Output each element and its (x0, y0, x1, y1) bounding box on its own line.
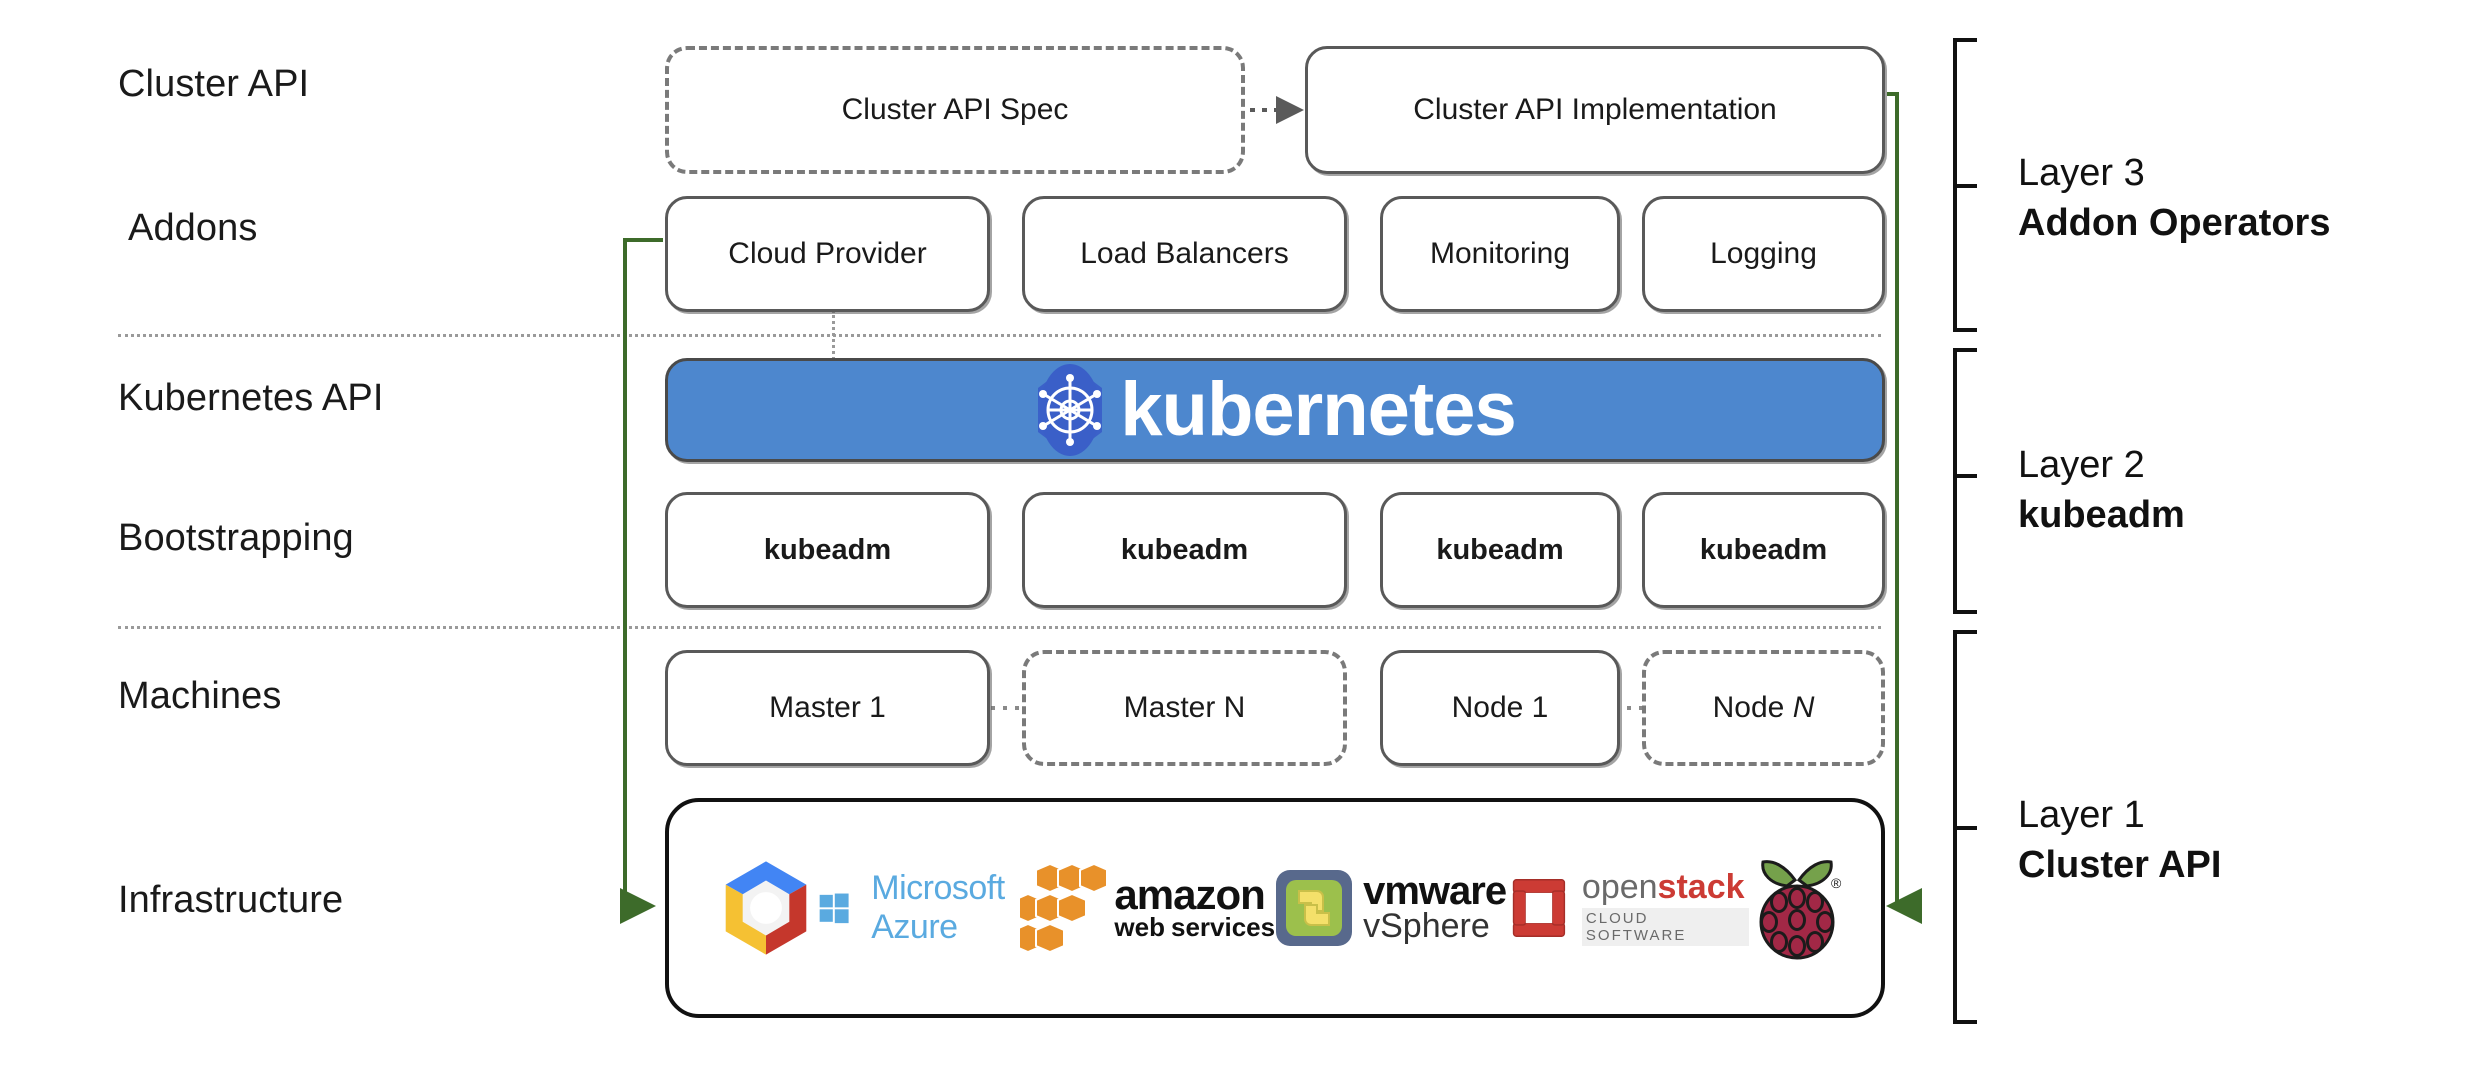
box-cluster-api-implementation-label: Cluster API Implementation (1413, 93, 1777, 126)
connector-cloud-provider-to-kubernetes (832, 310, 835, 366)
brace-layer-1 (1953, 630, 1977, 1024)
box-cluster-api-spec-label: Cluster API Spec (841, 93, 1069, 126)
kubernetes-helm-icon (1034, 362, 1106, 458)
box-kubeadm-4-label: kubeadm (1699, 533, 1828, 566)
separator-layer3-layer2 (118, 334, 1881, 337)
box-master-1-label: Master 1 (769, 691, 886, 724)
layer-caption-2-bottom: kubeadm (2018, 494, 2185, 536)
amazon-web-services-logo[interactable]: amazon web services (1020, 860, 1275, 956)
box-kubeadm-4[interactable]: kubeadm (1642, 492, 1885, 608)
box-logging[interactable]: Logging (1642, 196, 1885, 312)
microsoft-azure-label: Microsoft Azure (871, 869, 1005, 946)
vmware-label-main: vmware (1363, 869, 1507, 913)
row-label-machines: Machines (118, 675, 282, 717)
layer-caption-1-top: Layer 1 (2018, 794, 2145, 836)
box-master-n-label: Master N (1123, 691, 1246, 724)
kubernetes-wordmark: kubernetes (1120, 367, 1516, 452)
box-load-balancers-label: Load Balancers (1080, 237, 1289, 270)
vmware-label-sub: vSphere (1363, 907, 1490, 945)
box-node-1[interactable]: Node 1 (1380, 650, 1620, 766)
svg-text:®: ® (1831, 875, 1842, 891)
row-label-kubernetes-api: Kubernetes API (118, 377, 384, 419)
layer-caption-1-bottom: Cluster API (2018, 844, 2222, 886)
aws-label-sub-services: services (1171, 912, 1276, 942)
layer-caption-3-top: Layer 3 (2018, 152, 2145, 194)
box-cloud-provider[interactable]: Cloud Provider (665, 196, 990, 312)
box-master-1[interactable]: Master 1 (665, 650, 990, 766)
box-cluster-api-spec[interactable]: Cluster API Spec (665, 46, 1245, 174)
brace-layer-2 (1953, 348, 1977, 614)
openstack-logo[interactable]: openstack CLOUD SOFTWARE (1506, 870, 1749, 946)
box-kubeadm-1-label: kubeadm (763, 533, 892, 566)
layer-caption-3-bottom: Addon Operators (2018, 202, 2331, 244)
openstack-label-open: open (1581, 868, 1658, 906)
box-cluster-api-implementation[interactable]: Cluster API Implementation (1305, 46, 1885, 174)
box-master-n[interactable]: Master N (1022, 650, 1347, 766)
box-node-n-label: Node N (1712, 691, 1815, 724)
openstack-label-stack: stack (1657, 868, 1745, 906)
box-load-balancers[interactable]: Load Balancers (1022, 196, 1347, 312)
box-monitoring[interactable]: Monitoring (1380, 196, 1620, 312)
box-node-1-label: Node 1 (1451, 691, 1549, 724)
separator-layer2-layer1 (118, 626, 1881, 629)
box-kubeadm-2[interactable]: kubeadm (1022, 492, 1347, 608)
aws-label-main: amazon (1114, 871, 1265, 918)
layer-caption-1: Layer 1 Cluster API (2018, 790, 2221, 890)
box-logging-label: Logging (1710, 237, 1817, 270)
box-cloud-provider-label: Cloud Provider (728, 237, 927, 270)
microsoft-azure-logo[interactable]: Microsoft Azure (819, 869, 1020, 947)
box-kubeadm-3[interactable]: kubeadm (1380, 492, 1620, 608)
row-label-infrastructure: Infrastructure (118, 879, 344, 921)
connector-cloud-provider-to-infrastructure (620, 238, 663, 924)
vmware-vsphere-logo[interactable]: vmware vSphere (1275, 869, 1507, 947)
box-kubeadm-3-label: kubeadm (1436, 533, 1564, 566)
connector-implementation-vertical (1887, 92, 1902, 908)
row-label-bootstrapping: Bootstrapping (118, 517, 354, 559)
aws-label-sub-web: web (1114, 912, 1165, 942)
box-kubeadm-2-label: kubeadm (1120, 533, 1249, 566)
row-label-addons: Addons (128, 207, 258, 249)
layer-caption-2-top: Layer 2 (2018, 444, 2145, 486)
layer-caption-3: Layer 3 Addon Operators (2018, 148, 2330, 248)
box-kubeadm-1[interactable]: kubeadm (665, 492, 990, 608)
raspberry-pi-logo[interactable]: ® (1749, 852, 1845, 964)
infrastructure-container[interactable]: Microsoft Azure amazon web (665, 798, 1885, 1018)
kubernetes-banner[interactable]: kubernetes (665, 358, 1885, 462)
openstack-label-sub: CLOUD SOFTWARE (1581, 908, 1749, 946)
layer-caption-2: Layer 2 kubeadm (2018, 440, 2185, 540)
brace-layer-3 (1953, 38, 1977, 332)
row-label-cluster-api: Cluster API (118, 63, 310, 105)
google-cloud-platform-logo[interactable] (713, 855, 819, 961)
box-node-n[interactable]: Node N (1642, 650, 1885, 766)
box-monitoring-label: Monitoring (1429, 237, 1571, 270)
